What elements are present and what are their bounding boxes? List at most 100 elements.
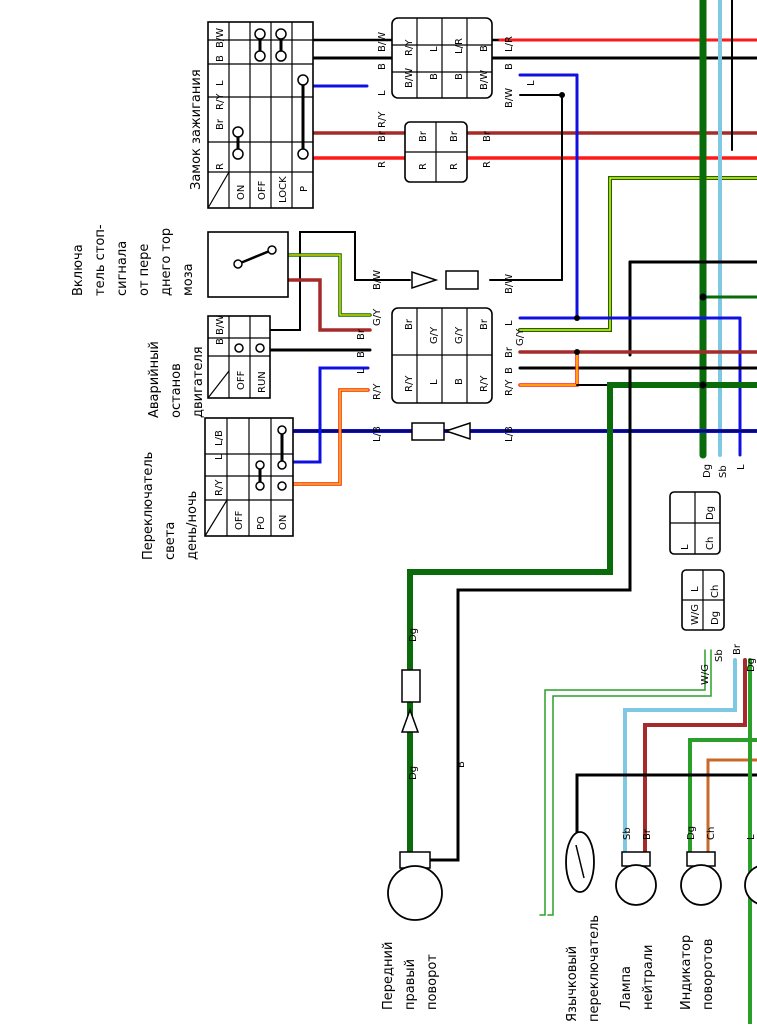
connector-small2-pins: L Dg Ch W/G [690, 585, 721, 625]
svg-text:B/W: B/W [215, 315, 226, 335]
ign-row-on: ON [236, 185, 247, 200]
engine-stop-caption: Аварийный останов двигателя [147, 341, 206, 418]
svg-text:Ch: Ch [705, 537, 716, 550]
svg-text:Br: Br [418, 130, 429, 142]
svg-text:Язычковый: Язычковый [565, 946, 580, 1022]
svg-text:Br: Br [449, 130, 460, 142]
tag-sb2: Sb [714, 649, 725, 662]
connector-mid-pins: Br G/Y G/Y Br R/Y L B R/Y [404, 318, 490, 392]
svg-text:B/W: B/W [404, 68, 415, 88]
svg-text:Br: Br [404, 318, 415, 330]
ign-h-br: Br [215, 118, 226, 130]
ignition-caption: Замок зажигания [189, 69, 204, 190]
wire-ry-daynight-stripe [291, 389, 369, 485]
tag-br1: Br [377, 130, 388, 142]
svg-text:G/Y: G/Y [454, 326, 465, 344]
svg-text:PO: PO [256, 516, 267, 530]
svg-text:нейтрали: нейтрали [641, 945, 656, 1011]
tag-b1: B [377, 63, 388, 70]
tag-l-r: L [526, 80, 537, 86]
tag-ry2: R/Y [372, 383, 383, 400]
daynight-labels: R/Y L L/B OFF PO ON [214, 430, 289, 530]
svg-text:тель стоп-: тель стоп- [93, 224, 108, 296]
svg-text:моза: моза [181, 263, 196, 296]
wire-ch-lower [706, 758, 757, 857]
svg-text:Индикатор: Индикатор [679, 935, 694, 1010]
svg-text:B: B [215, 338, 226, 345]
ignition-header: R Br R/Y L B B/W ON OFF LOCK P [215, 28, 310, 203]
tag-sb1: Sb [718, 465, 729, 478]
svg-text:Включа: Включа [71, 244, 86, 296]
tag-bw1: B/W [377, 32, 388, 52]
tag-b3: B [504, 367, 515, 374]
connector-br-r-pins: Br Br R R [418, 130, 460, 170]
svg-text:R/Y: R/Y [404, 375, 415, 392]
engine-stop-labels: B B/W OFF RUN [215, 315, 268, 393]
tag-gy1: G/Y [372, 308, 383, 326]
connector-small2 [681, 569, 725, 631]
ign-h-r: R [215, 163, 226, 170]
wire-ry-daynight [290, 388, 370, 486]
daynight-table [204, 417, 294, 537]
svg-text:день/ночь: день/ночь [185, 491, 200, 560]
wire-dg-lower [688, 738, 757, 857]
wire-br-lamp [643, 658, 747, 857]
ign-row-off: OFF [257, 180, 268, 200]
svg-text:правый: правый [403, 959, 418, 1010]
ign-row-lock: LOCK [278, 176, 289, 203]
front-turn-caption: Передний правый поворот [381, 942, 440, 1010]
tag-br2: Br [482, 130, 493, 142]
engine-stop-table [207, 315, 271, 399]
svg-text:B: B [479, 45, 490, 52]
tag-r1: R [377, 161, 388, 168]
tag-br6: Br [642, 828, 653, 840]
svg-text:Лампа: Лампа [619, 966, 634, 1010]
ign-h-bw: B/W [215, 28, 226, 48]
tag-ch: Ch [706, 827, 717, 840]
neutral-lamp [615, 851, 657, 906]
tag-dg5: Dg [686, 826, 697, 840]
svg-text:R: R [418, 163, 429, 170]
tag-l2: L [504, 320, 515, 326]
svg-text:B: B [454, 73, 465, 80]
svg-text:Dg: Dg [710, 611, 721, 625]
svg-text:сигнала: сигнала [115, 241, 130, 296]
tag-dg3: Dg [408, 628, 419, 642]
svg-text:L: L [429, 46, 440, 52]
svg-text:L/B: L/B [214, 430, 225, 446]
svg-text:двигателя: двигателя [191, 346, 206, 418]
svg-text:ON: ON [278, 515, 289, 530]
svg-text:R/Y: R/Y [214, 479, 225, 496]
svg-text:Br: Br [479, 318, 490, 330]
tag-lr: L/R [504, 36, 515, 52]
connector-ignition [391, 17, 493, 99]
tag-br3: Br [356, 328, 367, 340]
diode-brake [411, 270, 479, 290]
tag-dg4: Dg [408, 766, 419, 780]
wire-gy-brake [280, 253, 372, 317]
wire-wg-reed2 [547, 649, 712, 916]
wire-sb-lamp [623, 658, 737, 857]
neutral-caption: Лампа нейтрали [619, 945, 656, 1011]
connector-small1 [669, 491, 721, 555]
tag-ry3: R/Y [504, 379, 515, 396]
tag-dg2: Dg [746, 658, 757, 672]
svg-text:B/W: B/W [479, 70, 490, 90]
tag-bw2: B/W [504, 88, 515, 108]
diode-front [400, 669, 421, 733]
tag-wg: W/G [700, 664, 711, 685]
connector-br-r [404, 121, 468, 183]
diode-lb [411, 421, 471, 441]
wires [220, 0, 757, 1026]
svg-text:Ch: Ch [710, 585, 721, 598]
tag-lb1: L/B [372, 426, 383, 442]
ign-row-p: P [299, 186, 310, 192]
tag-br5: Br [732, 643, 743, 655]
wire-tags: B/W B L/R B L B/W L R/Y Br R Br R B/W B/… [356, 32, 757, 840]
svg-text:Аварийный: Аварийный [147, 341, 162, 418]
reed-caption: Язычковый переключатель [565, 915, 602, 1022]
tag-l3: L [356, 368, 367, 374]
svg-text:R/Y: R/Y [479, 375, 490, 392]
svg-text:R: R [449, 163, 460, 170]
svg-text:B: B [454, 378, 465, 385]
